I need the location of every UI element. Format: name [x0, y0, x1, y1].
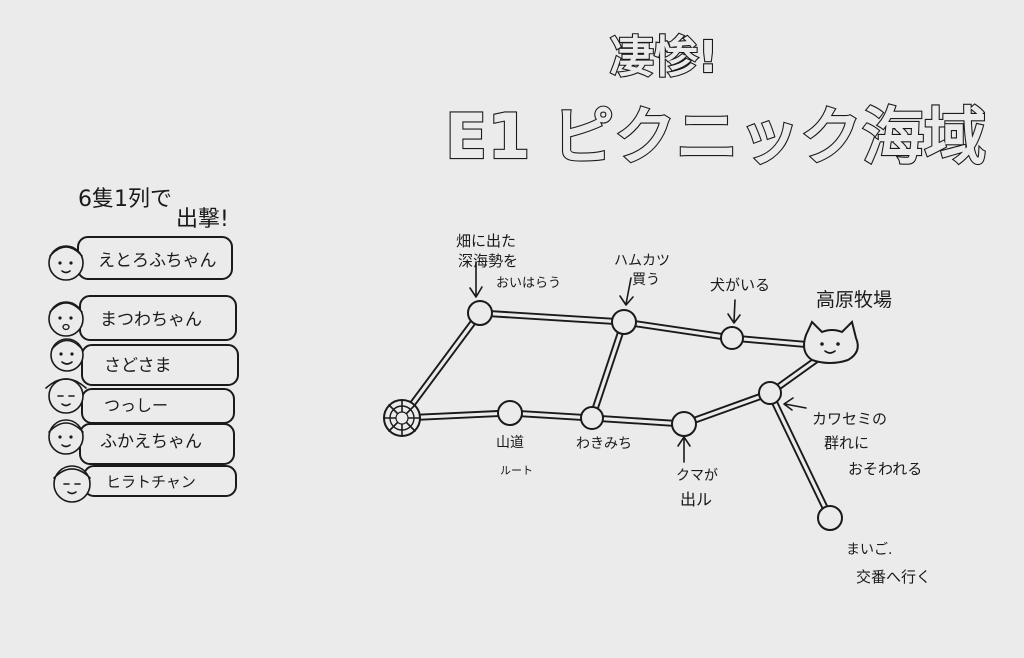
- label-mountain-line2: ルート: [500, 464, 533, 477]
- label-kingfisher-line2: 群れに: [824, 434, 869, 452]
- avatar-hair: [51, 339, 83, 350]
- label-mountain-line1: 山道: [496, 435, 524, 451]
- fleet-list: えとろふちゃん まつわちゃん さどさま つっしー: [45, 236, 239, 503]
- avatar-hair: [49, 302, 83, 313]
- arrow-left-icon: [783, 397, 807, 411]
- label-bear-line1: クマが: [676, 468, 718, 484]
- avatar: [48, 378, 84, 414]
- map-labels: 畑に出た 深海勢を おいはらう ハムカツ 買う 犬がいる 高原牧場 山道 ルート…: [456, 232, 931, 586]
- label-kingfisher-line3: おそわれる: [848, 460, 922, 478]
- arrow-up-icon: [677, 436, 691, 463]
- avatar-hair: [53, 468, 91, 479]
- fleet-member: さどさま: [50, 338, 239, 386]
- label-kingfisher-line1: カワセミの: [812, 410, 887, 428]
- name-box: [81, 344, 239, 386]
- map-edges: [398, 309, 834, 522]
- title-exclaim: 凄惨!: [610, 32, 718, 83]
- member-name: つっしー: [104, 396, 168, 415]
- label-minced-line2: 買う: [632, 272, 660, 288]
- fleet-member: ふかえちゃん: [48, 419, 235, 465]
- label-field-line1: 畑に出た: [456, 232, 516, 250]
- avatar: [48, 419, 84, 455]
- member-name: まつわちゃん: [100, 310, 202, 330]
- avatar: [48, 245, 84, 281]
- arrow-down-icon: [619, 277, 634, 306]
- label-field-line2: 深海勢を: [458, 252, 518, 270]
- fleet-member: まつわちゃん: [48, 295, 237, 341]
- fleet-member: えとろふちゃん: [48, 236, 233, 281]
- goal-node-cat-icon: [803, 320, 859, 364]
- label-police-line2: 交番へ行く: [856, 568, 931, 586]
- map-node: [611, 309, 637, 335]
- label-police-line1: まいご.: [846, 542, 892, 558]
- map-nodes: [383, 300, 859, 531]
- arrow-down-icon: [727, 299, 741, 324]
- label-dog: 犬がいる: [710, 276, 770, 294]
- avatar: [53, 465, 91, 503]
- avatar-hair: [45, 378, 87, 389]
- label-lost: わきみち: [576, 436, 632, 452]
- avatar: [50, 338, 84, 372]
- map-node: [671, 411, 697, 437]
- map-node: [817, 505, 843, 531]
- member-name: えとろふちゃん: [98, 251, 217, 271]
- fleet-header-line2: 出撃!: [176, 207, 229, 232]
- label-bear-line2: 出ル: [680, 490, 712, 509]
- map-node: [497, 400, 523, 426]
- map-node: [758, 381, 782, 405]
- avatar-hair: [49, 246, 83, 257]
- label-goal: 高原牧場: [816, 289, 892, 311]
- start-node-wheel-icon: [383, 399, 421, 437]
- avatar: [48, 301, 84, 337]
- label-minced-line1: ハムカツ: [614, 253, 670, 269]
- member-name: ふかえちゃん: [100, 432, 202, 452]
- title-main: E1 ピクニック海域: [445, 100, 986, 173]
- fleet-member: つっしー: [45, 378, 235, 424]
- map-node: [720, 326, 744, 350]
- arrow-down-icon: [469, 261, 483, 298]
- map-node: [580, 406, 604, 430]
- fleet-member: ヒラトチャン: [53, 465, 237, 503]
- map-node: [467, 300, 493, 326]
- member-name: ヒラトチャン: [106, 473, 196, 491]
- annotation-arrows: [469, 261, 807, 463]
- fleet-header-line1: 6隻1列で: [78, 187, 172, 212]
- member-name: さどさま: [104, 356, 172, 376]
- label-field-line3: おいはらう: [496, 276, 561, 291]
- avatar-hair: [48, 422, 84, 433]
